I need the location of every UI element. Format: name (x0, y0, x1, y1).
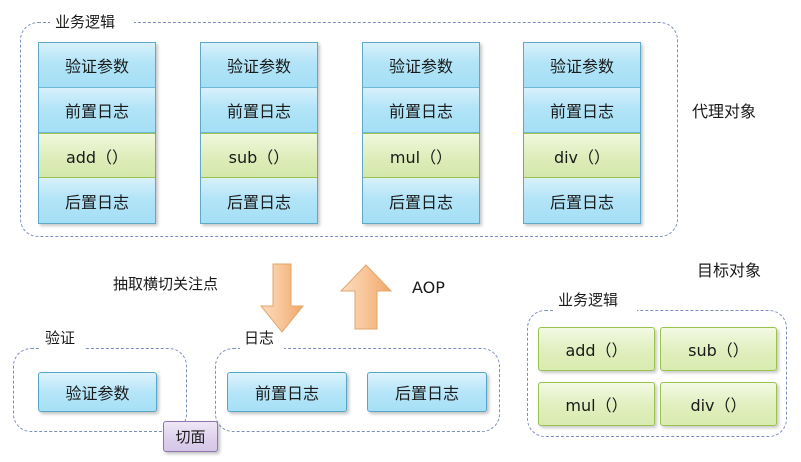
card-row-method: add（） (39, 133, 155, 178)
target-method-add: add（） (538, 327, 655, 371)
proxy-method-card-add: 验证参数 前置日志 add（） 后置日志 (38, 42, 156, 224)
validate-group-caption: 验证 (45, 329, 76, 347)
target-object-group (527, 310, 787, 437)
card-row: 前置日志 (201, 88, 317, 133)
card-row: 前置日志 (39, 88, 155, 133)
card-row: 前置日志 (363, 88, 479, 133)
extract-crosscutting-label: 抽取横切关注点 (113, 275, 219, 293)
card-row-method: mul（） (363, 133, 479, 178)
up-arrow-icon (339, 264, 393, 330)
card-row-method: div（） (524, 133, 640, 178)
proxy-object-label: 代理对象 (692, 102, 757, 121)
target-method-div: div（） (660, 382, 777, 426)
proxy-group-caption-notch (50, 14, 134, 31)
target-caption-notch (553, 302, 637, 319)
proxy-object-group (20, 22, 678, 237)
target-method-mul: mul（） (538, 382, 655, 426)
log-caption-notch (240, 340, 284, 357)
card-row: 验证参数 (524, 43, 640, 88)
target-method-sub: sub（） (660, 327, 777, 371)
validate-params-box: 验证参数 (38, 372, 157, 412)
card-row-method: sub（） (201, 133, 317, 178)
card-row: 前置日志 (524, 88, 640, 133)
card-row: 后置日志 (201, 178, 317, 223)
log-aspect-group (215, 348, 500, 432)
card-row: 验证参数 (363, 43, 479, 88)
aspect-badge: 切面 (163, 421, 218, 452)
target-object-label: 目标对象 (697, 261, 762, 280)
validate-caption-notch (40, 340, 84, 357)
target-group-caption: 业务逻辑 (558, 291, 619, 309)
before-log-box: 前置日志 (227, 372, 347, 412)
proxy-method-card-div: 验证参数 前置日志 div（） 后置日志 (523, 42, 641, 224)
down-arrow-icon (259, 263, 305, 333)
proxy-group-caption: 业务逻辑 (55, 13, 116, 31)
aop-label: AOP (412, 278, 445, 297)
validate-aspect-group (13, 348, 187, 432)
card-row: 后置日志 (39, 178, 155, 223)
log-group-caption: 日志 (244, 329, 275, 347)
proxy-method-card-sub: 验证参数 前置日志 sub（） 后置日志 (200, 42, 318, 224)
proxy-method-card-mul: 验证参数 前置日志 mul（） 后置日志 (362, 42, 480, 224)
after-log-box: 后置日志 (367, 372, 487, 412)
card-row: 验证参数 (39, 43, 155, 88)
card-row: 验证参数 (201, 43, 317, 88)
card-row: 后置日志 (524, 178, 640, 223)
card-row: 后置日志 (363, 178, 479, 223)
